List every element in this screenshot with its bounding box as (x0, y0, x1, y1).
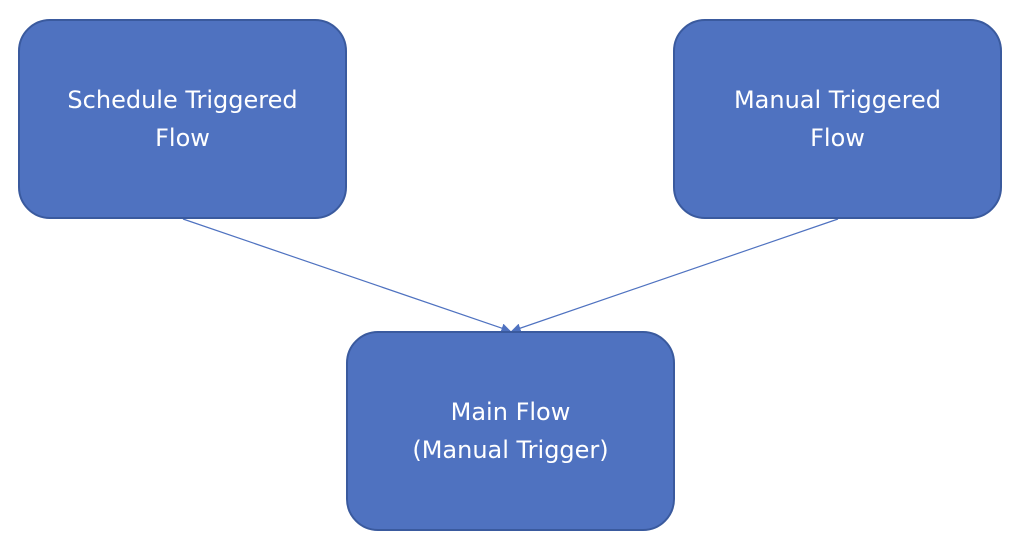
schedule-node-label-line2: Flow (155, 124, 210, 152)
main-node-label: Main Flow (Manual Trigger) (412, 393, 608, 469)
manual-node-label-line2: Flow (810, 124, 865, 152)
main-flow-node[interactable]: Main Flow (Manual Trigger) (346, 331, 675, 531)
main-node-label-line2: (Manual Trigger) (412, 436, 609, 464)
manual-node-label: Manual Triggered Flow (734, 81, 941, 157)
edge-schedule-to-main (182, 218, 511, 333)
manual-triggered-flow-node[interactable]: Manual Triggered Flow (673, 19, 1002, 219)
edge-manual-to-main (511, 218, 839, 333)
schedule-node-label: Schedule Triggered Flow (67, 81, 297, 157)
schedule-triggered-flow-node[interactable]: Schedule Triggered Flow (18, 19, 347, 219)
schedule-node-label-line1: Schedule Triggered (67, 86, 298, 114)
main-node-label-line1: Main Flow (450, 398, 571, 426)
manual-node-label-line1: Manual Triggered (733, 86, 942, 114)
